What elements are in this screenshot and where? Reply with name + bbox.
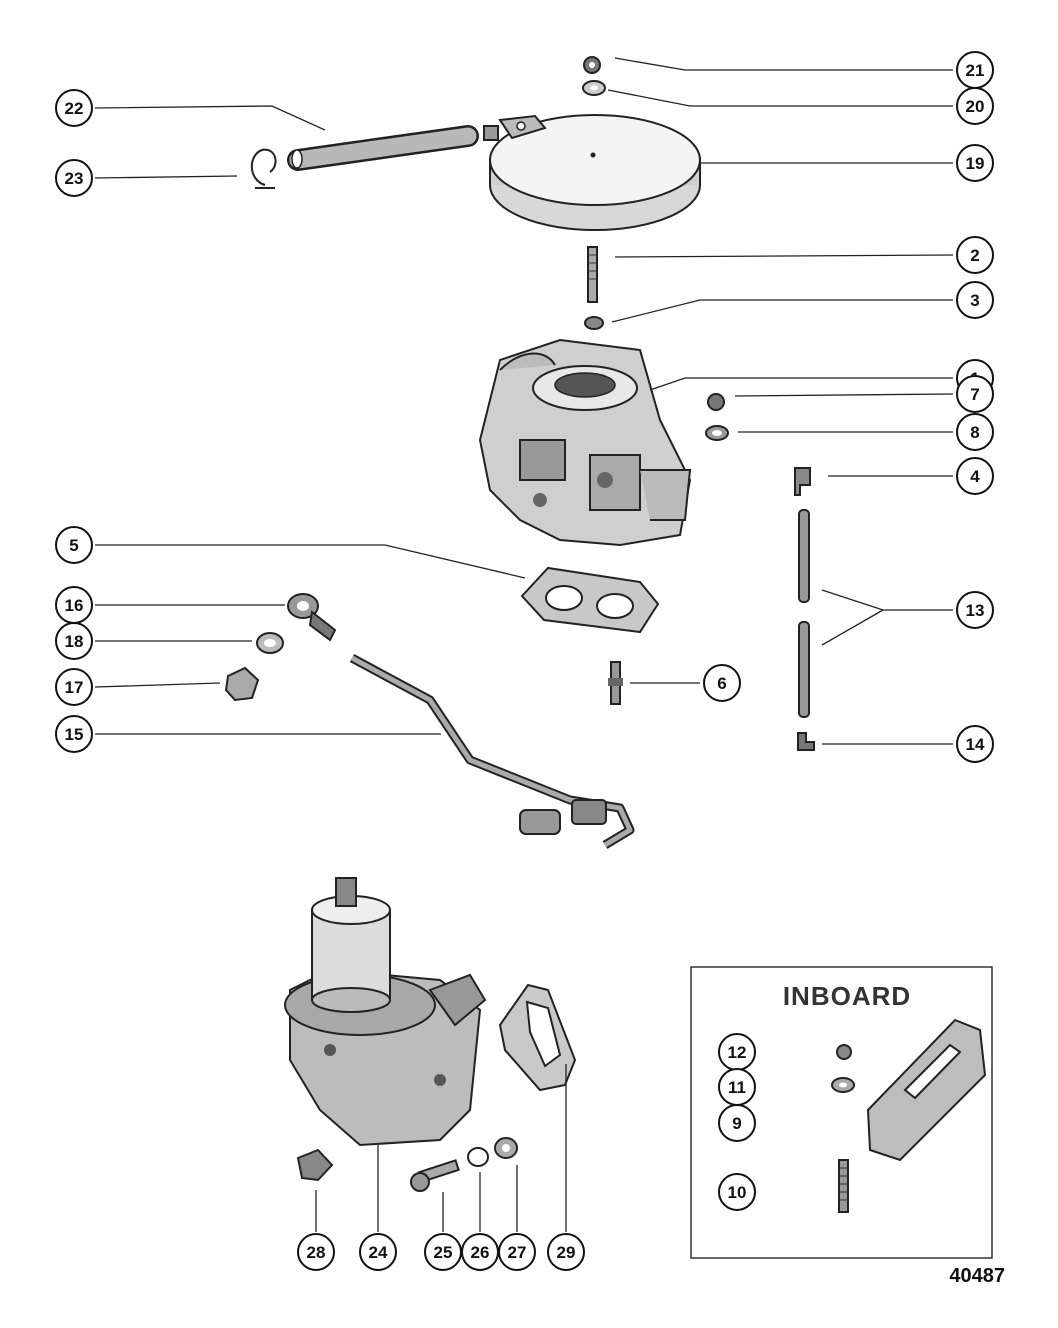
stud-part-6: [608, 661, 623, 705]
plug-part-17: [224, 666, 260, 702]
figure-number: 40487: [949, 1265, 1005, 1287]
callout-21: 21: [956, 51, 994, 89]
callout-number: 29: [557, 1243, 576, 1262]
callout-20: 20: [956, 87, 994, 125]
nut-part-7: [707, 393, 725, 411]
callout-number: 25: [434, 1243, 453, 1262]
leader-lines: [94, 57, 954, 1232]
callout-26: 26: [461, 1233, 499, 1271]
callout-16: 16: [55, 586, 93, 624]
fitting-part-16: [287, 593, 337, 642]
callout-10: 10: [718, 1173, 756, 1211]
washer-part-8: [705, 425, 729, 441]
nut-part-27: [494, 1137, 518, 1159]
callout-number: 12: [728, 1043, 747, 1062]
callout-number: 19: [966, 154, 985, 173]
callout-number: 24: [369, 1243, 388, 1262]
callout-29: 29: [547, 1233, 585, 1271]
callout-12: 12: [718, 1033, 756, 1071]
callout-number: 5: [69, 536, 78, 555]
callout-7: 7: [956, 375, 994, 413]
callout-4: 4: [956, 457, 994, 495]
callout-number: 21: [966, 61, 985, 80]
callout-number: 26: [471, 1243, 490, 1262]
callout-18: 18: [55, 622, 93, 660]
callout-23: 23: [55, 159, 93, 197]
callout-22: 22: [55, 89, 93, 127]
nut-part-21: [583, 56, 601, 74]
stud-part-2: [587, 246, 598, 303]
callout-19: 19: [956, 144, 994, 182]
fuel-line-part-15: [349, 654, 635, 849]
callout-3: 3: [956, 281, 994, 319]
callout-11: 11: [718, 1068, 756, 1106]
spacer-part-9: [866, 1018, 987, 1162]
callout-number: 20: [966, 97, 985, 116]
callout-number: 8: [970, 423, 979, 442]
hose-part-13: [798, 509, 810, 718]
washer-part-26: [467, 1147, 489, 1167]
carburetor-part: [478, 338, 692, 547]
fitting-part-28: [296, 1148, 334, 1182]
callout-number: 4: [970, 467, 980, 486]
gasket-part-29: [498, 983, 577, 1092]
callout-number: 2: [970, 246, 979, 265]
callout-number: 13: [966, 601, 985, 620]
callout-number: 17: [65, 678, 84, 697]
washer-part-18: [256, 632, 284, 654]
hose-part-22: [287, 125, 479, 171]
callout-number: 27: [508, 1243, 527, 1262]
fuel-pump-part: [284, 877, 487, 1147]
callout-25: 25: [424, 1233, 462, 1271]
washer-part-11: [831, 1077, 855, 1093]
elbow-part-14: [797, 732, 815, 751]
callout-9: 9: [718, 1104, 756, 1142]
callout-6: 6: [703, 664, 741, 702]
callout-number: 14: [966, 735, 985, 754]
callout-number: 3: [970, 291, 979, 310]
callout-number: 9: [732, 1114, 741, 1133]
callout-number: 16: [65, 596, 84, 615]
callout-28: 28: [297, 1233, 335, 1271]
callout-14: 14: [956, 725, 994, 763]
callout-number: 7: [970, 385, 979, 404]
callout-5: 5: [55, 526, 93, 564]
callout-number: 6: [717, 674, 726, 693]
nut-part-12: [836, 1044, 852, 1060]
callout-number: 15: [65, 725, 84, 744]
stud-part-10: [838, 1159, 849, 1213]
washer-part-20: [582, 80, 606, 96]
callout-number: 11: [728, 1078, 746, 1097]
clamp-part-23: [250, 148, 277, 189]
callout-17: 17: [55, 668, 93, 706]
inset-title: INBOARD: [783, 981, 911, 1011]
callout-number: 18: [65, 632, 84, 651]
fitting-part-4: [794, 467, 811, 496]
callout-24: 24: [359, 1233, 397, 1271]
callout-number: 23: [65, 169, 84, 188]
callout-2: 2: [956, 236, 994, 274]
callout-number: 22: [65, 99, 84, 118]
callout-15: 15: [55, 715, 93, 753]
gasket-part-5: [520, 566, 660, 634]
nut-part-3: [584, 316, 604, 330]
callout-number: 28: [307, 1243, 326, 1262]
screw-part-25: [410, 1159, 460, 1192]
callout-8: 8: [956, 413, 994, 451]
callout-13: 13: [956, 591, 994, 629]
callout-27: 27: [498, 1233, 536, 1271]
air-cleaner-part: [483, 114, 701, 231]
callout-number: 10: [728, 1183, 747, 1202]
